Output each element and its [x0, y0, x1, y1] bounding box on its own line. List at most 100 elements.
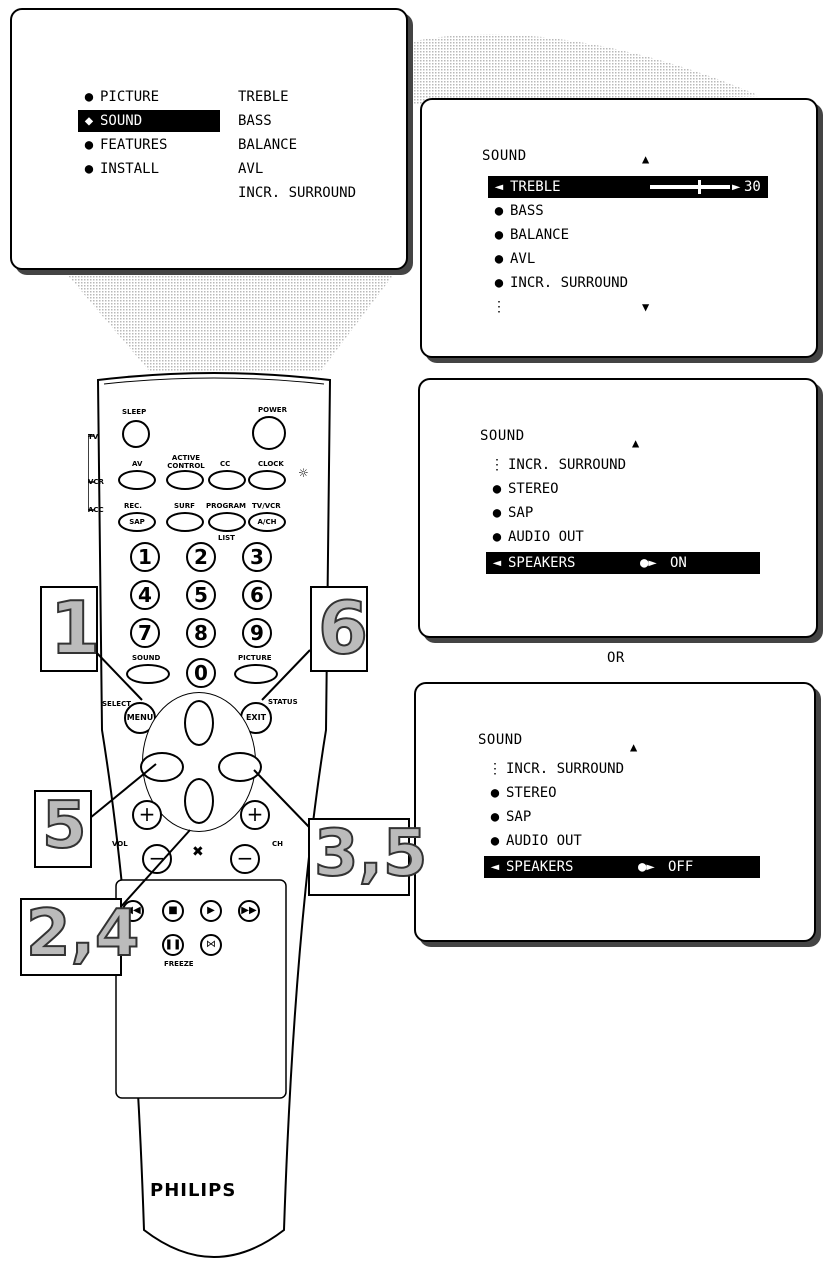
step-6-callout: 6	[310, 586, 369, 672]
av-label: AV	[132, 460, 143, 468]
speakers-value: OFF	[668, 859, 694, 875]
nav-right-button[interactable]	[218, 752, 262, 782]
scroll-up-arrow-icon: ▲	[632, 436, 640, 450]
digit-0-button[interactable]: 0	[186, 658, 216, 688]
list-item[interactable]: ●SAP	[490, 809, 532, 825]
av-button[interactable]	[118, 470, 156, 490]
treble-value: 30	[744, 179, 761, 195]
brightness-icon: ☼	[298, 466, 309, 480]
list-item[interactable]: ●SAP	[492, 505, 534, 521]
play-button[interactable]: ▶	[200, 900, 222, 922]
power-label: POWER	[258, 406, 287, 414]
list-item[interactable]: ●BALANCE	[494, 227, 570, 243]
sleep-button[interactable]	[122, 420, 150, 448]
ach-button[interactable]: A/CH	[248, 512, 286, 532]
step-3-5-callout: 3,5	[308, 818, 428, 896]
menu-item-picture[interactable]: ●PICTURE	[84, 89, 160, 105]
swap-button[interactable]: ⋈	[200, 934, 222, 956]
list-label: LIST	[218, 534, 235, 542]
mode-vcr-label: VCR	[88, 478, 104, 486]
digit-7-button[interactable]: 7	[130, 618, 160, 648]
mute-icon[interactable]: ✖	[192, 844, 204, 860]
ch-down-button[interactable]: −	[230, 844, 260, 874]
step-1-number: 1	[49, 586, 101, 670]
picture-label: PICTURE	[238, 654, 272, 662]
list-item[interactable]: ●INCR. SURROUND	[494, 275, 629, 291]
surf-button[interactable]	[166, 512, 204, 532]
list-item[interactable]: ●AUDIO OUT	[490, 833, 582, 849]
list-item[interactable]: ⋮INCR. SURROUND	[490, 457, 627, 473]
speakers-row[interactable]: ◄SPEAKERS ●► OFF	[484, 856, 760, 878]
speakers-value: ON	[670, 555, 687, 571]
stop-button[interactable]: ■	[162, 900, 184, 922]
brand-logo: PHILIPS	[150, 1180, 237, 1201]
sap-button[interactable]: SAP	[118, 512, 156, 532]
digit-5-button[interactable]: 5	[186, 580, 216, 610]
digit-6-button[interactable]: 6	[242, 580, 272, 610]
digit-8-button[interactable]: 8	[186, 618, 216, 648]
menu-item-install[interactable]: ●INSTALL	[84, 161, 160, 177]
clock-button[interactable]	[248, 470, 286, 490]
digit-3-button[interactable]: 3	[242, 542, 272, 572]
ch-up-button[interactable]: +	[240, 800, 270, 830]
menu-item-features[interactable]: ●FEATURES	[84, 137, 168, 153]
vol-down-button[interactable]: −	[142, 844, 172, 874]
sound-label: SOUND	[132, 654, 161, 662]
screen-title: SOUND	[482, 148, 527, 164]
treble-slider-knob[interactable]	[698, 180, 701, 194]
list-item[interactable]: ●AUDIO OUT	[492, 529, 584, 545]
cc-label: CC	[220, 460, 231, 468]
program-label: PROGRAM	[206, 502, 246, 510]
rec-label: REC.	[124, 502, 142, 510]
select-label: SELECT	[102, 700, 131, 708]
nav-up-button[interactable]	[184, 700, 214, 746]
step-5-number: 5	[41, 789, 88, 863]
digit-9-button[interactable]: 9	[242, 618, 272, 648]
sound-button[interactable]	[126, 664, 170, 684]
step-5-callout: 5	[34, 790, 92, 868]
ch-label: CH	[272, 840, 283, 848]
pause-freeze-button[interactable]: ❚❚	[162, 934, 184, 956]
screen-title: SOUND	[478, 732, 523, 748]
active-control-button[interactable]	[166, 470, 204, 490]
status-label: STATUS	[268, 698, 298, 706]
more-items-icon: ⋮	[492, 299, 506, 315]
treble-row[interactable]: ◄TREBLE ► 30	[488, 176, 768, 198]
vol-up-button[interactable]: +	[132, 800, 162, 830]
menu-item-sound[interactable]: ◆SOUND	[78, 110, 220, 132]
digit-4-button[interactable]: 4	[130, 580, 160, 610]
fast-forward-button[interactable]: ▶▶	[238, 900, 260, 922]
list-item[interactable]: ●BASS	[494, 203, 544, 219]
list-item[interactable]: ●AVL	[494, 251, 536, 267]
picture-button[interactable]	[234, 664, 278, 684]
scroll-up-arrow-icon: ▲	[642, 152, 650, 166]
step-3-5-number: 3,5	[313, 817, 428, 891]
step-2-4-number: 2,4	[25, 897, 140, 971]
toggle-icon: ●►	[640, 555, 657, 571]
sleep-label: SLEEP	[122, 408, 147, 416]
active-control-label: ACTIVE CONTROL	[167, 454, 205, 470]
list-item[interactable]: ⋮INCR. SURROUND	[488, 761, 625, 777]
nav-left-button[interactable]	[140, 752, 184, 782]
scroll-up-arrow-icon: ▲	[630, 740, 638, 754]
screen-title: SOUND	[480, 428, 525, 444]
submenu-incr-surround: INCR. SURROUND	[238, 185, 357, 201]
power-button[interactable]	[252, 416, 286, 450]
program-list-button[interactable]	[208, 512, 246, 532]
toggle-icon: ●►	[638, 859, 655, 875]
vol-label: VOL	[112, 840, 128, 848]
digit-2-button[interactable]: 2	[186, 542, 216, 572]
list-item[interactable]: ●STEREO	[492, 481, 559, 497]
nav-down-button[interactable]	[184, 778, 214, 824]
or-separator: OR	[607, 650, 625, 666]
treble-slider[interactable]	[650, 185, 730, 189]
step-6-number: 6	[317, 586, 369, 670]
cc-button[interactable]	[208, 470, 246, 490]
speakers-row[interactable]: ◄SPEAKERS ●► ON	[486, 552, 760, 574]
digit-1-button[interactable]: 1	[130, 542, 160, 572]
sound-treble-screen: SOUND ▲ ◄TREBLE ► 30 ●BASS ●BALANCE ●AVL…	[420, 98, 818, 358]
list-item[interactable]: ●STEREO	[490, 785, 557, 801]
clock-label: CLOCK	[258, 460, 284, 468]
scroll-down-arrow-icon: ▼	[642, 300, 650, 314]
